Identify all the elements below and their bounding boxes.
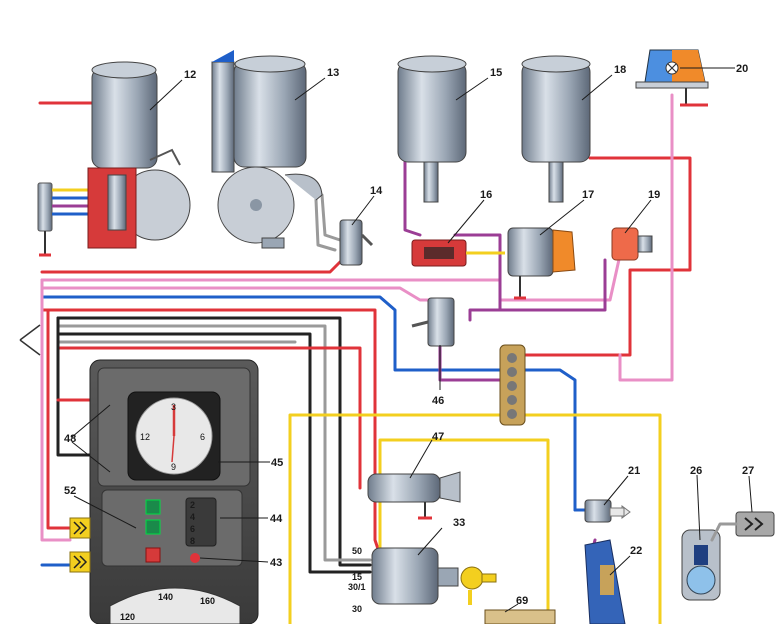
callout-46: 46 <box>432 395 444 407</box>
callout-labels: 12 13 14 15 16 17 18 19 20 21 22 26 27 3… <box>64 63 754 607</box>
speed-140: 140 <box>158 592 173 602</box>
gauge-4: 4 <box>190 512 195 522</box>
wire-violet-4 <box>468 308 502 322</box>
wire-grey-1 <box>56 324 372 562</box>
wire-black-2 <box>56 332 372 574</box>
ignition-switch-33 <box>371 547 497 605</box>
wire-red-harness <box>40 260 342 274</box>
wiper-motor-13 <box>211 50 323 249</box>
motor-18 <box>521 55 591 203</box>
clock-12: 12 <box>140 432 150 442</box>
lamp-26 <box>681 529 721 601</box>
callout-15: 15 <box>490 67 502 79</box>
speed-120: 120 <box>120 612 135 622</box>
gauge-6: 6 <box>190 524 195 534</box>
wire-red-2 <box>56 346 362 490</box>
callout-47: 47 <box>432 431 444 443</box>
callout-14: 14 <box>370 185 383 197</box>
gauge-8: 8 <box>190 536 195 546</box>
clock-3: 3 <box>171 402 176 412</box>
callout-12: 12 <box>184 69 196 81</box>
callout-27: 27 <box>742 465 754 477</box>
pin-15: 15 <box>352 572 362 582</box>
switch-46 <box>411 297 455 347</box>
switch-19 <box>611 227 653 261</box>
switch-14 <box>339 219 374 266</box>
wire-black-1 <box>56 316 372 567</box>
speed-160: 160 <box>200 596 215 606</box>
callout-20: 20 <box>736 63 748 75</box>
wire-pink-left <box>40 278 72 542</box>
gauge-scale: 2 4 6 8 <box>190 500 195 546</box>
relay-17 <box>507 227 576 300</box>
panel-connectors <box>69 517 91 573</box>
leader-lines <box>71 67 753 613</box>
instrument-panel <box>89 359 259 624</box>
callout-52: 52 <box>64 485 76 497</box>
lamp-20 <box>635 49 709 107</box>
pin-30: 30 <box>352 604 362 614</box>
callout-44: 44 <box>270 513 283 525</box>
wire-pink-20 <box>618 93 674 382</box>
callout-16: 16 <box>480 189 492 201</box>
sensor-21 <box>584 499 631 523</box>
wiper-motor-12 <box>87 61 191 249</box>
pin-30-1: 30/1 <box>348 582 366 592</box>
speedometer-numerals: 120 140 160 <box>120 592 215 622</box>
wire-black-left <box>56 316 97 457</box>
wire-violet-1 <box>403 158 422 237</box>
callout-26: 26 <box>690 465 702 477</box>
callout-19: 19 <box>648 189 660 201</box>
callout-13: 13 <box>327 67 339 79</box>
horn-47 <box>367 471 461 520</box>
callout-17: 17 <box>582 189 594 201</box>
clock-numerals: 12 3 6 9 <box>140 402 205 472</box>
component-22 <box>584 539 626 624</box>
clock-9: 9 <box>171 462 176 472</box>
terminal-block <box>499 344 526 426</box>
callout-21: 21 <box>628 465 640 477</box>
wire-yellow <box>288 413 662 624</box>
gauge-2: 2 <box>190 500 195 510</box>
callout-43: 43 <box>270 557 282 569</box>
callout-22: 22 <box>630 545 642 557</box>
wire-red-panel <box>40 308 382 557</box>
wire-grey-13b <box>314 198 337 252</box>
wire-blue-harness <box>40 295 577 512</box>
callout-48: 48 <box>64 433 76 445</box>
left-connector <box>19 182 88 356</box>
wire-red-left <box>46 308 72 530</box>
motor-15 <box>397 55 467 203</box>
connector-27 <box>710 511 775 542</box>
callout-18: 18 <box>614 64 626 76</box>
callout-45: 45 <box>271 457 283 469</box>
resistor-16 <box>411 239 505 267</box>
pin-50: 50 <box>352 546 362 556</box>
ignition-pin-labels: 50 15 30/1 30 <box>348 546 366 614</box>
clock-6: 6 <box>200 432 205 442</box>
callout-33: 33 <box>453 517 465 529</box>
wire-yellow-2 <box>378 438 550 624</box>
component-69 <box>484 609 556 624</box>
wire-grey-13 <box>320 193 342 242</box>
callout-69: 69 <box>516 595 528 607</box>
